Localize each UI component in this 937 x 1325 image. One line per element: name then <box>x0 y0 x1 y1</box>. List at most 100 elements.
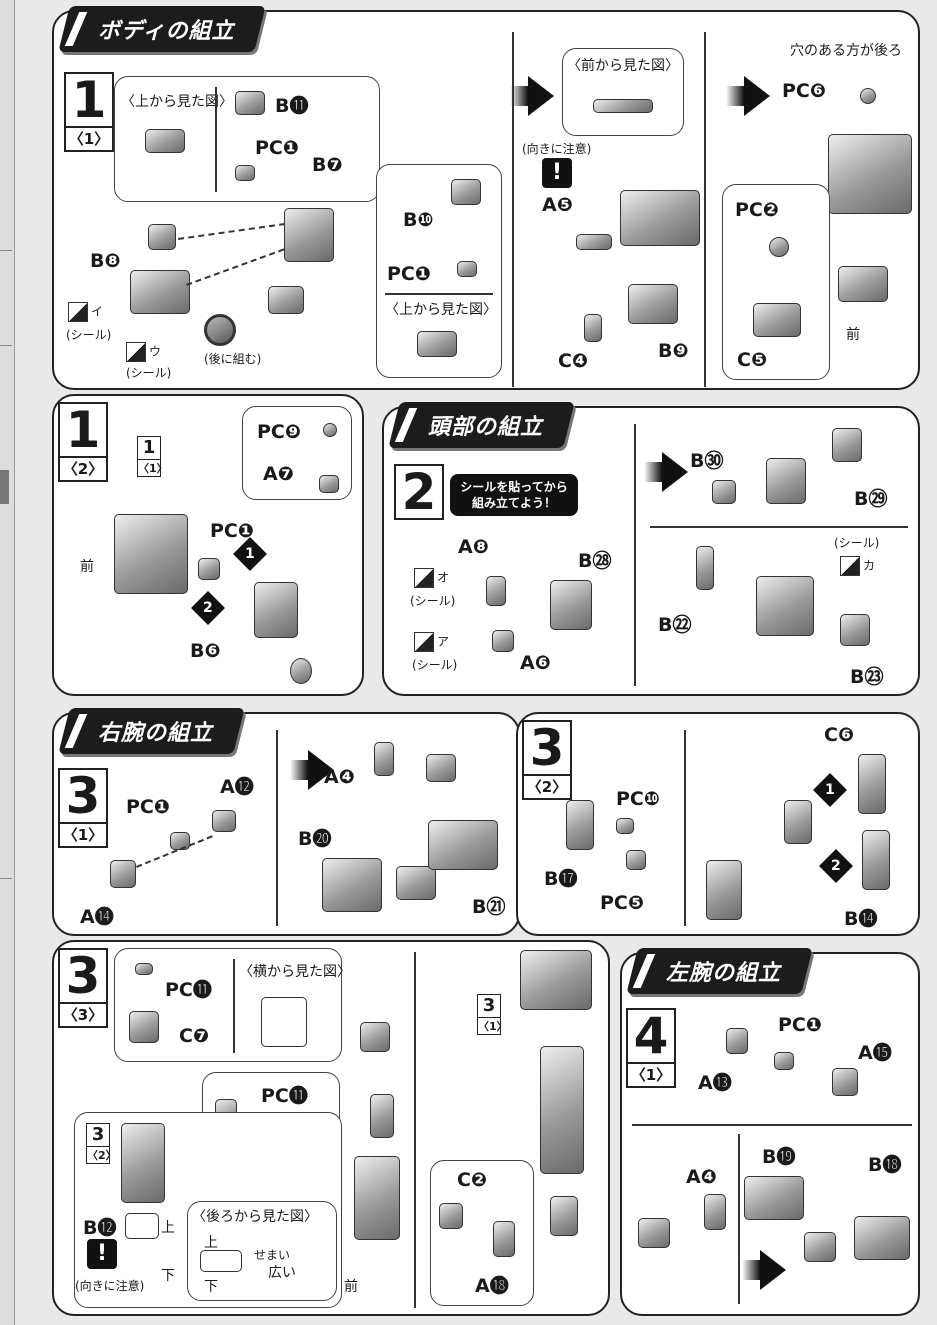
part-shape <box>268 286 304 314</box>
ref-step-1-1: 1〈1〉 <box>137 436 168 477</box>
label-PC2: PC❷ <box>735 199 779 221</box>
part-shape <box>704 1194 726 1230</box>
flow-arrow <box>290 750 334 790</box>
front-label-2: 前 <box>80 559 94 575</box>
part-head-face <box>766 458 806 504</box>
note-hole-back: 穴のある方が後ろ <box>790 43 902 59</box>
label-PC11: PC⓫ <box>165 979 212 1001</box>
order-1: 1 <box>813 773 847 807</box>
part-shape <box>198 558 220 580</box>
part-body-chest <box>130 270 190 314</box>
seal-label-5: (シール) <box>834 536 880 550</box>
label-A14: A⓮ <box>80 906 114 928</box>
up-label-2: 上 <box>204 1235 218 1251</box>
part-shape <box>520 950 592 1010</box>
label-B9: B❾ <box>658 340 689 362</box>
part-shape <box>235 91 265 115</box>
label-B14: B⓮ <box>844 908 878 930</box>
back-view-box: 〈後ろから見た図〉 上 下 せまい 広い <box>187 1201 337 1301</box>
label-B19: B⓳ <box>762 1146 796 1168</box>
part-shape <box>753 303 801 337</box>
part-shape <box>145 129 185 153</box>
part-head-frame <box>550 580 592 630</box>
seal-note: シールを貼ってから組み立てよう！ <box>450 474 578 516</box>
flow-arrow <box>510 76 554 116</box>
step-3-1: 3〈1〉 <box>58 768 108 848</box>
part-body-upper <box>620 190 700 246</box>
part-shape <box>322 858 382 912</box>
part-shape <box>396 866 436 900</box>
label-PC9: PC❾ <box>257 421 301 443</box>
flow-arrow <box>644 452 688 492</box>
part-shape <box>862 830 890 890</box>
caution-label-2: (向きに注意) <box>75 1279 145 1293</box>
step-1-1: 1〈1〉 <box>64 72 114 152</box>
part-shape <box>170 832 190 850</box>
callout-front-view: 〈前から見た図〉 <box>562 48 684 136</box>
down-label-2: 下 <box>204 1279 218 1295</box>
order-2: 2 <box>819 849 853 883</box>
label-PC1: PC❶ <box>387 263 431 285</box>
part-shape <box>254 582 298 638</box>
label-B29: B㉙ <box>854 488 888 510</box>
part-body-assembled <box>828 134 912 214</box>
section-banner-head: 頭部の組立 <box>388 402 575 448</box>
part-shape <box>125 1213 159 1239</box>
label-B7: B❼ <box>312 154 343 176</box>
part-shape <box>726 1028 748 1054</box>
part-arm-full <box>540 1046 584 1174</box>
panel-body-step1-1: ボディの組立 1〈1〉 〈上から見た図〉 B⓫ PC❶ B❼ B❽ イ (シール… <box>52 6 920 390</box>
caution-label-1: (向きに注意) <box>522 142 592 156</box>
part-shape <box>616 818 634 834</box>
part-shape <box>593 99 653 113</box>
panel-right-arm-step3-1: 右腕の組立 3〈1〉 A⓬ PC❶ A⓮ A❹ B⓴ B㉑ <box>52 708 520 936</box>
label-B8: B❽ <box>90 250 121 272</box>
label-B11: B⓫ <box>275 95 309 117</box>
step-3-2: 3〈2〉 <box>522 720 572 800</box>
label-PC1: PC❶ <box>778 1014 822 1036</box>
part-arm-assembled <box>354 1156 400 1240</box>
part-shape <box>457 261 477 277</box>
label-A15: A⓯ <box>858 1042 892 1064</box>
label-B22: B㉒ <box>658 614 692 636</box>
front-label-1: 前 <box>846 327 860 343</box>
label-A18: A⓲ <box>475 1275 509 1297</box>
part-shape <box>804 1232 836 1262</box>
wide-label: 広い <box>268 1265 296 1281</box>
seal-label-3: (シール) <box>410 594 456 608</box>
page-edge <box>0 0 15 1325</box>
label-B20: B⓴ <box>298 828 332 850</box>
part-body-assembled <box>114 514 188 594</box>
seal-label-4: (シール) <box>412 658 458 672</box>
part-shape <box>360 1022 390 1052</box>
part-shape <box>784 800 812 844</box>
callout-pc2: PC❷ C❺ <box>722 184 830 380</box>
order-2: 2 <box>191 591 225 625</box>
label-C4: C❹ <box>558 350 589 372</box>
label-C5: C❺ <box>737 349 768 371</box>
label-PC11: PC⓫ <box>261 1085 308 1107</box>
part-shape <box>576 234 612 250</box>
step-4-1: 4〈1〉 <box>626 1008 676 1088</box>
front-label-3: 前 <box>344 1279 358 1295</box>
label-C2: C❷ <box>457 1169 488 1191</box>
seal-label-2: (シール) <box>126 366 172 380</box>
flow-arrow <box>726 76 770 116</box>
part-shape <box>121 1123 165 1203</box>
warning-icon: ! <box>87 1239 117 1269</box>
part-shape <box>319 475 339 493</box>
part-shape <box>860 88 876 104</box>
label-B28: B㉘ <box>578 550 612 572</box>
label-B18: B⓲ <box>868 1154 902 1176</box>
label-PC1: PC❶ <box>255 137 299 159</box>
view-label-side: 〈横から見た図〉 <box>239 964 351 980</box>
label-B12: B⓬ <box>83 1217 117 1239</box>
part-shape <box>628 284 678 324</box>
panel-right-arm-step3-3: 3〈3〉 PC⓫ C❼ 〈横から見た図〉 PC⓫ A⓫ A❾ 前 3〈2〉 B⓬… <box>52 940 610 1316</box>
part-shape <box>135 963 153 975</box>
part-head-helmet <box>756 576 814 636</box>
part-shape <box>451 179 481 205</box>
label-C6: C❻ <box>824 724 855 746</box>
label-A8: A❽ <box>458 536 489 558</box>
panel-body-step1-2: 1〈2〉 1〈1〉 前 PC❶ 1 2 B❻ PC❾ A❼ <box>52 394 364 696</box>
